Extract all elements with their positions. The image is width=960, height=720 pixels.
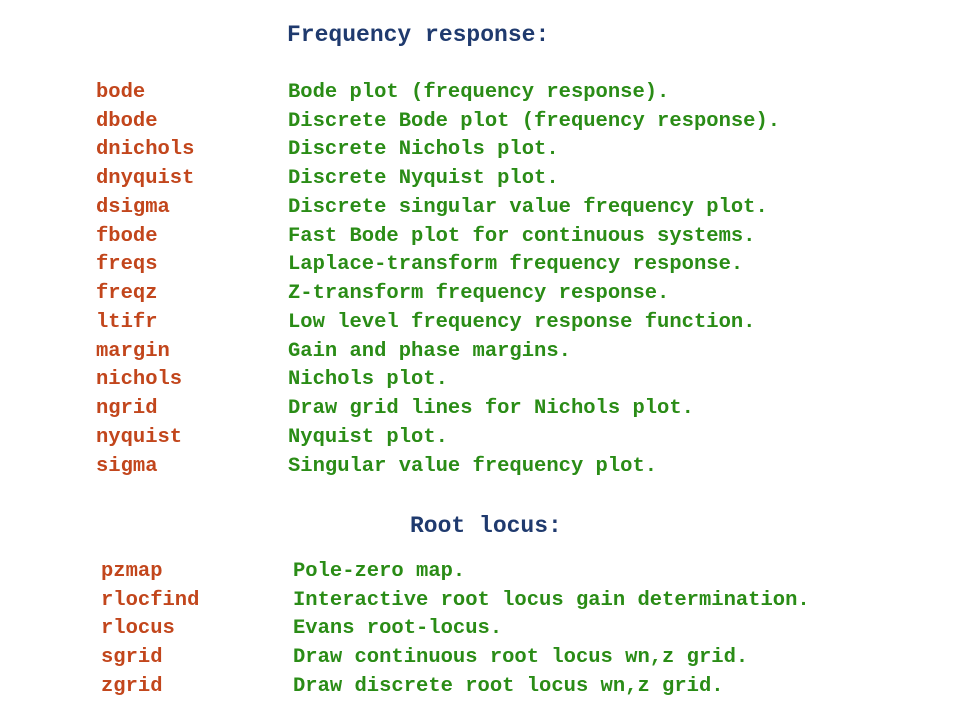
command-row: margin Gain and phase margins.: [96, 337, 780, 366]
command-description: Z-transform frequency response.: [288, 282, 670, 306]
command-row: rlocus Evans root-locus.: [101, 615, 810, 644]
command-description: Discrete Nichols plot.: [288, 138, 559, 162]
command-description: Interactive root locus gain determinatio…: [293, 588, 810, 612]
command-description: Nyquist plot.: [288, 425, 448, 449]
command-row: rlocfind Interactive root locus gain dete…: [101, 586, 810, 615]
command-name: dsigma: [96, 195, 170, 219]
command-row: ltifr Low level frequency response functi…: [96, 308, 780, 337]
command-name: dbode: [96, 109, 158, 133]
command-description: Discrete Nyquist plot.: [288, 167, 559, 191]
command-description: Fast Bode plot for continuous systems.: [288, 224, 756, 248]
command-description: Bode plot (frequency response).: [288, 80, 670, 104]
command-description: Evans root-locus.: [293, 617, 503, 641]
frequency-response-command-list: bode Bode plot (frequency response). dbode…: [96, 78, 780, 481]
root-locus-command-list: pzmap Pole-zero map. rlocfind Interactive r…: [101, 557, 810, 701]
command-name: dnyquist: [96, 167, 195, 191]
command-name: pzmap: [101, 559, 163, 583]
command-description: Draw grid lines for Nichols plot.: [288, 397, 694, 421]
command-row: bode Bode plot (frequency response).: [96, 78, 780, 107]
root-locus-heading: Root locus:: [410, 513, 562, 539]
command-name: zgrid: [101, 674, 163, 698]
command-name: rlocus: [101, 617, 175, 641]
command-row: ngrid Draw grid lines for Nichols plot.: [96, 394, 780, 423]
command-name: ngrid: [96, 397, 158, 421]
command-description: Draw continuous root locus wn,z grid.: [293, 646, 749, 670]
command-row: freqs Laplace-transform frequency respons…: [96, 251, 780, 280]
command-description: Draw discrete root locus wn,z grid.: [293, 674, 724, 698]
command-name: nyquist: [96, 425, 183, 449]
command-description: Singular value frequency plot.: [288, 454, 658, 478]
command-name: freqz: [96, 282, 158, 306]
command-row: dsigma Discrete singular value frequency …: [96, 193, 780, 222]
command-name: sgrid: [101, 646, 163, 670]
command-description: Nichols plot.: [288, 368, 448, 392]
command-row: sgrid Draw continuous root locus wn,z gri…: [101, 643, 810, 672]
command-row: zgrid Draw discrete root locus wn,z grid.: [101, 672, 810, 701]
command-description: Discrete singular value frequency plot.: [288, 195, 768, 219]
command-row: dbode Discrete Bode plot (frequency respo…: [96, 107, 780, 136]
command-row: dnyquist Discrete Nyquist plot.: [96, 164, 780, 193]
command-description: Discrete Bode plot (frequency response).: [288, 109, 781, 133]
command-row: freqz Z-transform frequency response.: [96, 279, 780, 308]
command-description: Pole-zero map.: [293, 559, 466, 583]
command-name: nichols: [96, 368, 183, 392]
command-row: nichols Nichols plot.: [96, 366, 780, 395]
frequency-response-heading: Frequency response:: [287, 22, 550, 48]
command-row: nyquist Nyquist plot.: [96, 423, 780, 452]
command-name: dnichols: [96, 138, 195, 162]
command-row: dnichols Discrete Nichols plot.: [96, 136, 780, 165]
command-description: Low level frequency response function.: [288, 310, 756, 334]
command-row: fbode Fast Bode plot for continuous syste…: [96, 222, 780, 251]
command-name: sigma: [96, 454, 158, 478]
command-description: Gain and phase margins.: [288, 339, 571, 363]
command-name: margin: [96, 339, 170, 363]
command-row: sigma Singular value frequency plot.: [96, 452, 780, 481]
command-name: freqs: [96, 253, 158, 277]
command-description: Laplace-transform frequency response.: [288, 253, 744, 277]
command-row: pzmap Pole-zero map.: [101, 557, 810, 586]
command-name: rlocfind: [101, 588, 200, 612]
command-name: bode: [96, 80, 146, 104]
command-name: fbode: [96, 224, 158, 248]
command-name: ltifr: [96, 310, 158, 334]
